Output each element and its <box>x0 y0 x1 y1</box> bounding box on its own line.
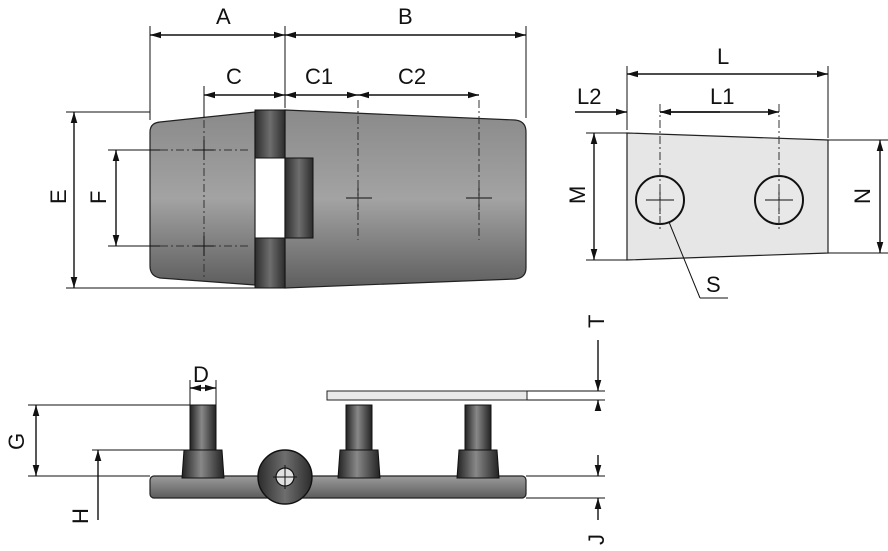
label-b: B <box>398 4 413 29</box>
label-m: M <box>565 186 590 204</box>
label-n: N <box>850 188 875 204</box>
front-view <box>28 340 605 520</box>
label-c2: C2 <box>398 64 426 89</box>
label-l2: L2 <box>577 84 601 109</box>
dimension-labels: A B C C1 C2 E F L L2 L1 M N S T D G H J <box>4 4 875 545</box>
label-e: E <box>46 189 71 204</box>
label-l1: L1 <box>710 84 734 109</box>
base-leaf <box>149 475 527 499</box>
top-view <box>66 26 527 289</box>
label-g: G <box>4 433 29 450</box>
label-t: T <box>584 315 609 328</box>
bolts <box>181 404 500 479</box>
label-c1: C1 <box>305 64 333 89</box>
top-plate <box>326 390 528 401</box>
label-s: S <box>706 272 721 297</box>
label-c: C <box>226 64 242 89</box>
label-f: F <box>86 191 111 204</box>
label-a: A <box>216 4 231 29</box>
barrel-lower <box>254 237 286 289</box>
label-d: D <box>193 362 209 387</box>
right-leaf <box>284 109 527 289</box>
label-j: J <box>584 534 609 545</box>
barrel-middle <box>284 157 314 239</box>
plate-view <box>575 66 888 299</box>
label-l: L <box>717 44 729 69</box>
barrel-upper <box>254 109 286 159</box>
left-leaf <box>149 111 256 286</box>
label-h: H <box>68 508 93 524</box>
